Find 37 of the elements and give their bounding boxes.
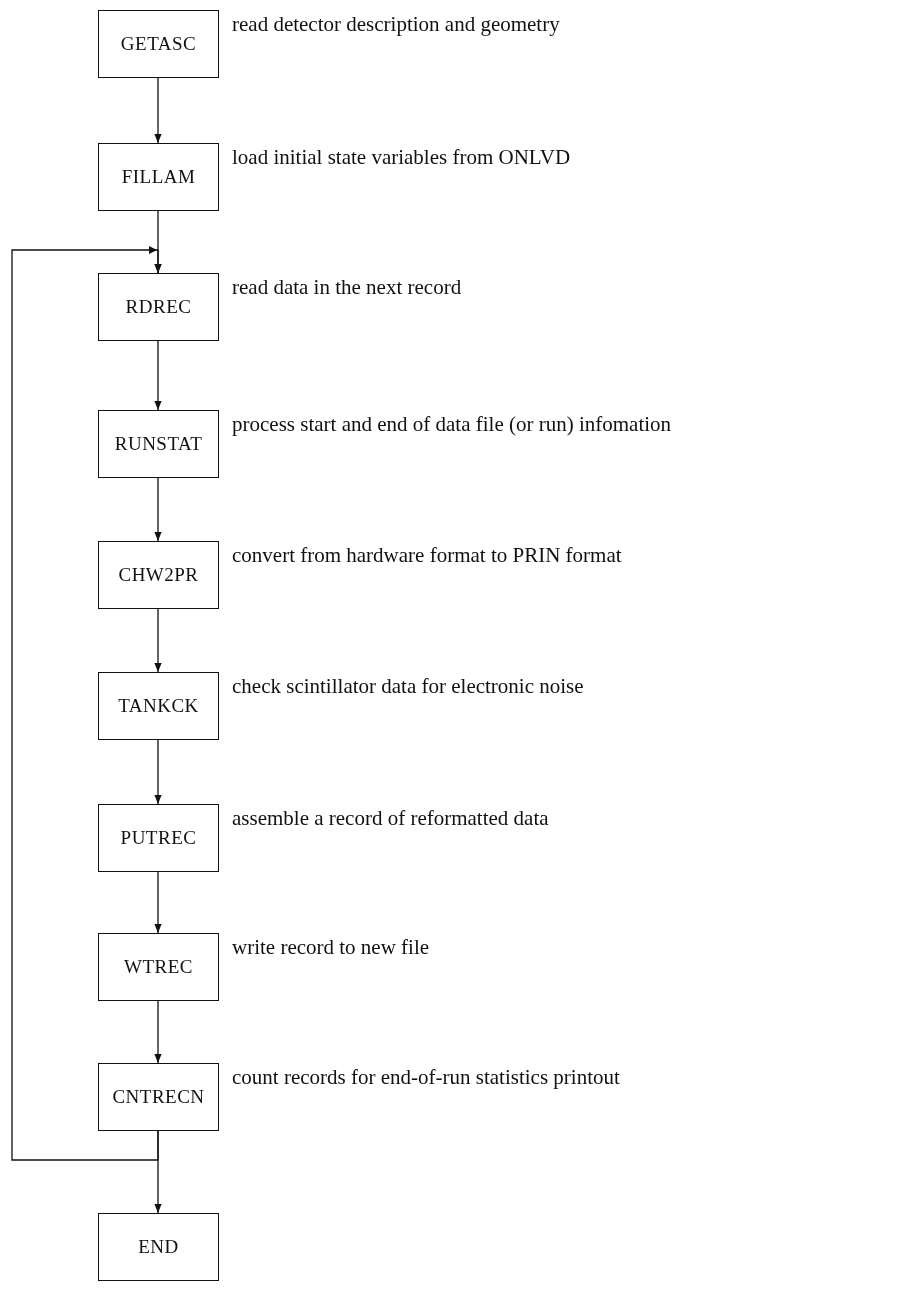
loop-arrow: [11, 246, 162, 1161]
arrow: [154, 477, 162, 542]
routine-name: RUNSTAT: [114, 433, 203, 455]
routine-description: load initial state variables from ONLVD: [232, 144, 572, 171]
routine-name: CHW2PR: [118, 564, 199, 586]
routine-name: END: [138, 1236, 179, 1258]
routine-name: TANKCK: [118, 695, 199, 717]
routine-name: FILLAM: [121, 166, 196, 188]
routine-name: PUTREC: [120, 827, 197, 849]
routine-description: write record to new file: [232, 934, 431, 961]
routine-box: [98, 672, 219, 740]
arrow: [154, 739, 162, 805]
routine-box: [98, 1063, 219, 1131]
arrow: [154, 608, 162, 673]
routine-box: [98, 143, 219, 211]
routine-box: [98, 541, 219, 609]
routine-description: read data in the next record: [232, 274, 463, 301]
arrow: [154, 871, 162, 934]
routine-description: process start and end of data file (or run) infomation: [232, 411, 672, 438]
routine-description: assemble a record of reformatted data: [232, 805, 550, 832]
routine-name: CNTRECN: [112, 1086, 205, 1108]
routine-description: check scintillator data for electronic noise: [232, 673, 585, 700]
arrow: [154, 1000, 162, 1064]
routine-description: count records for end-of-run statistics printout: [232, 1064, 621, 1091]
routine-name: GETASC: [120, 33, 197, 55]
routine-box: [98, 1213, 219, 1281]
arrow: [154, 77, 162, 144]
routine-description: read detector description and geometry: [232, 11, 561, 38]
routine-name: WTREC: [124, 956, 193, 978]
routine-description: convert from hardware format to PRIN format: [232, 542, 623, 569]
routine-box: [98, 933, 219, 1001]
routine-box: [98, 273, 219, 341]
routine-box: [98, 10, 219, 78]
routine-box: [98, 804, 219, 872]
arrow: [154, 340, 162, 411]
routine-name: RDREC: [125, 296, 192, 318]
routine-box: [98, 410, 219, 478]
